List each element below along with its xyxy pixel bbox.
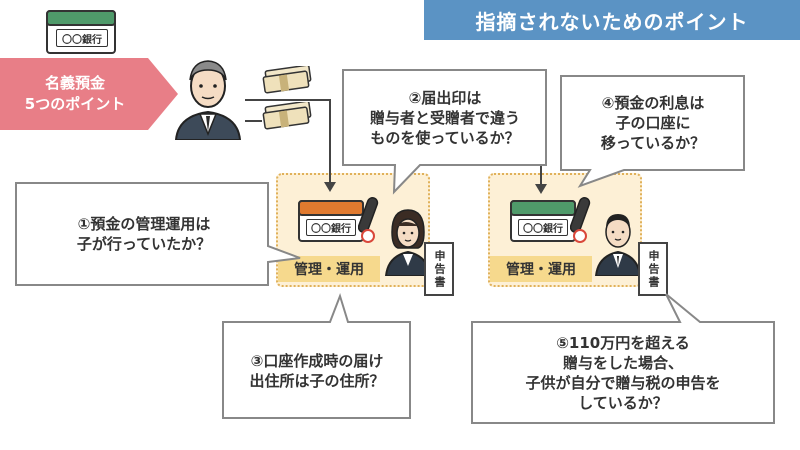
pink-arrow-label-bg: [0, 58, 178, 130]
son-figure-icon: [594, 206, 642, 277]
callout-3: ③口座作成時の届け 出住所は子の住所？: [227, 328, 407, 414]
callout-3-line: ③口座作成時の届け: [250, 352, 384, 370]
parent-figure-icon: [172, 50, 244, 141]
callout-2-line: ②届出印は: [408, 89, 482, 107]
callout-4-line: ④預金の利息は: [601, 94, 705, 112]
callout-3-line: 出住所は子の住所？: [249, 372, 385, 390]
money-stack-icon: [262, 64, 314, 94]
panel-b-label: 管理・運用: [490, 256, 592, 282]
callout-2: ②届出印は 贈与者と受贈者で違う ものを使っているか？: [347, 74, 543, 162]
left-label-line2: 5つのポイント: [24, 95, 126, 113]
callout-5-line: しているか？: [578, 394, 668, 412]
bankbook-a-label: 〇〇銀行: [306, 219, 356, 236]
page-title: 指摘されないためのポイント: [424, 0, 800, 40]
callout-4: ④預金の利息は 子の口座に 移っているか？: [565, 80, 741, 166]
callout-1-line: ①預金の管理運用は: [77, 215, 211, 233]
tax-return-doc-b: 申告書: [638, 242, 668, 296]
callout-5-line: ⑤110万円を超える: [556, 334, 690, 352]
daughter-figure-icon: [384, 206, 432, 277]
callout-2-line: 贈与者と受贈者で違う: [369, 109, 520, 127]
callout-5-line: 子供が自分で贈与税の申告を: [525, 374, 721, 392]
panel-a-label: 管理・運用: [278, 256, 380, 282]
seal-stamp-icon: [357, 196, 380, 246]
callout-5-line: 贈与をした場合、: [562, 354, 683, 372]
left-label-line1: 名義預金: [44, 74, 105, 92]
tax-return-doc-a: 申告書: [424, 242, 454, 296]
callout-4-line: 移っているか？: [600, 134, 706, 152]
money-stack-icon: [262, 100, 314, 130]
bankbook-b-label: 〇〇銀行: [518, 219, 568, 236]
seal-stamp-icon: [569, 196, 592, 246]
left-label: 名義預金 5つのポイント: [0, 60, 150, 128]
callout-1-line: 子が行っていたか？: [76, 235, 212, 253]
callout-5: ⑤110万円を超える 贈与をした場合、 子供が自分で贈与税の申告を しているか？: [476, 326, 770, 420]
callout-4-line: 子の口座に: [615, 114, 691, 132]
callout-2-line: ものを使っているか？: [370, 129, 520, 147]
callout-1: ①預金の管理運用は 子が行っていたか？: [26, 190, 262, 278]
bankbook-top-label: 〇〇銀行: [56, 29, 108, 47]
